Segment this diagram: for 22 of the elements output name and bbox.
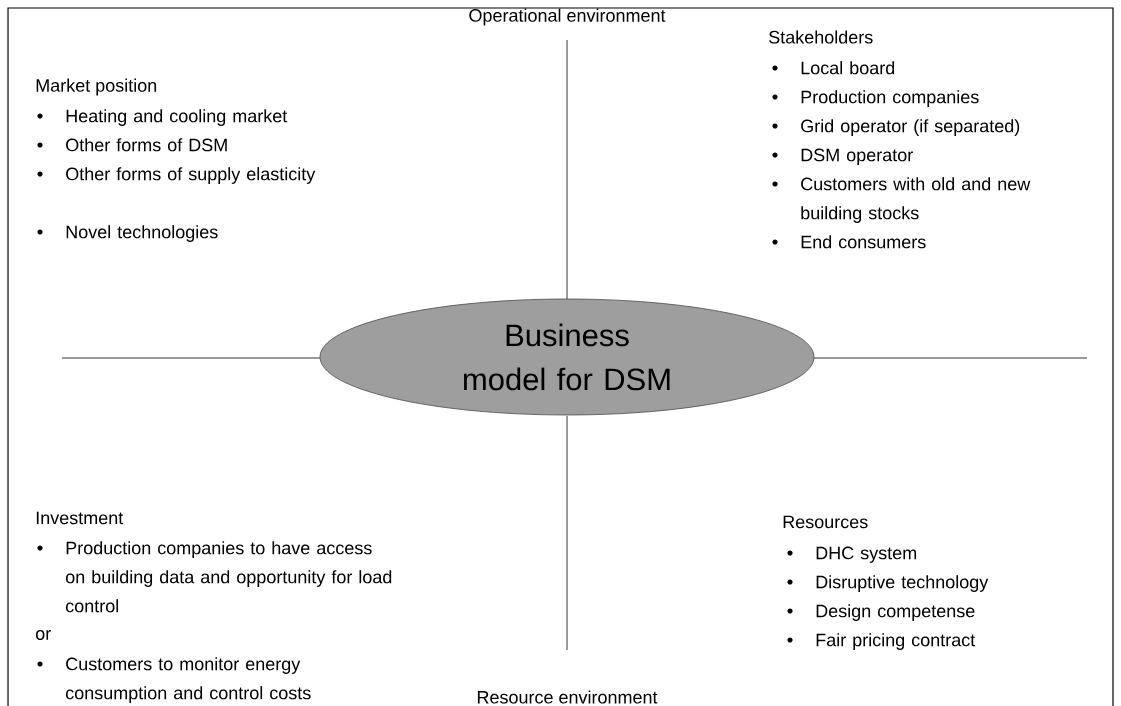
heading-text: Investment bbox=[36, 511, 124, 525]
bullet-item: Production companies bbox=[772, 90, 979, 107]
heading-text: Resources bbox=[783, 515, 868, 529]
bullet-item: Customers with old and new building stocks bbox=[772, 177, 1031, 223]
bullet-item: Fair pricing contract bbox=[787, 633, 976, 650]
bullet-item: Customers to monitor energy consumption and control costs bbox=[37, 657, 311, 703]
axis-label: Resource environment bbox=[477, 690, 658, 704]
heading-text: Stakeholders bbox=[769, 30, 873, 44]
bullet-item: Disruptive technology bbox=[787, 575, 989, 592]
bullet-item: DSM operator bbox=[772, 148, 913, 165]
bullet-item: Other forms of supply elasticity bbox=[37, 167, 316, 184]
heading-text: or bbox=[35, 630, 51, 640]
bullet-item: End consumers bbox=[772, 235, 926, 249]
bullet-item: Other forms of DSM bbox=[37, 138, 227, 152]
bullet-item: DHC system bbox=[787, 546, 916, 563]
bullet-item: Design competense bbox=[787, 604, 975, 621]
heading-text: Market position bbox=[36, 78, 157, 96]
bullet-item: Novel technologies bbox=[37, 225, 218, 242]
bullet-item: Grid operator (if separated) bbox=[772, 119, 1020, 136]
bullet-item: Local board bbox=[772, 61, 895, 75]
bullet-item: Heating and cooling market bbox=[37, 109, 288, 126]
axis-label: Operational environment bbox=[469, 8, 666, 26]
